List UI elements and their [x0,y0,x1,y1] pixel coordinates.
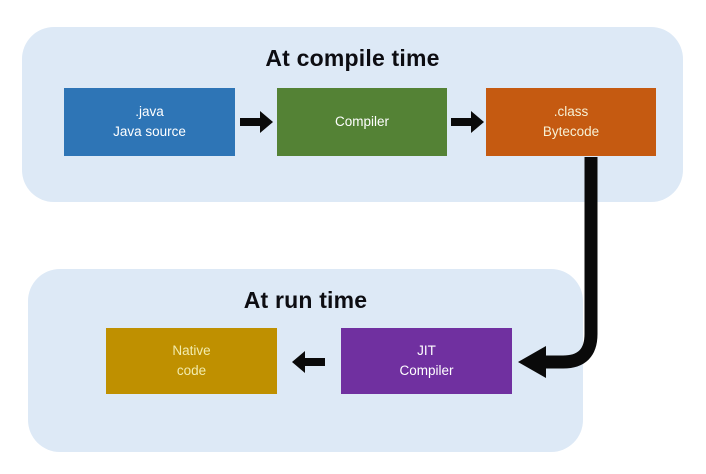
compile-time-title: At compile time [265,45,440,71]
bytecode-box: .class Bytecode [486,88,656,156]
jit-compiler-box: JIT Compiler [341,328,512,394]
java-source-line2: Java source [113,124,186,139]
arrow-jit-to-native-icon [292,351,325,373]
jit-compiler-line2: Compiler [399,363,454,378]
native-code-line1: Native [172,342,211,358]
jit-compiler-line1: JIT [417,342,436,358]
runtime-title: At run time [243,287,368,313]
arrow-compiler-to-bytecode-icon [451,111,484,133]
native-code-line2: code [176,363,207,378]
compiler-box: Compiler [277,88,447,156]
arrow-java-to-compiler-icon [240,111,273,133]
java-source-line1: .java [135,103,164,119]
java-source-box: .java Java source [64,88,235,156]
bytecode-line2: Bytecode [542,124,600,139]
native-code-box: Native code [106,328,277,394]
compiler-line1: Compiler [334,113,389,129]
bytecode-line1: .class [553,103,589,119]
